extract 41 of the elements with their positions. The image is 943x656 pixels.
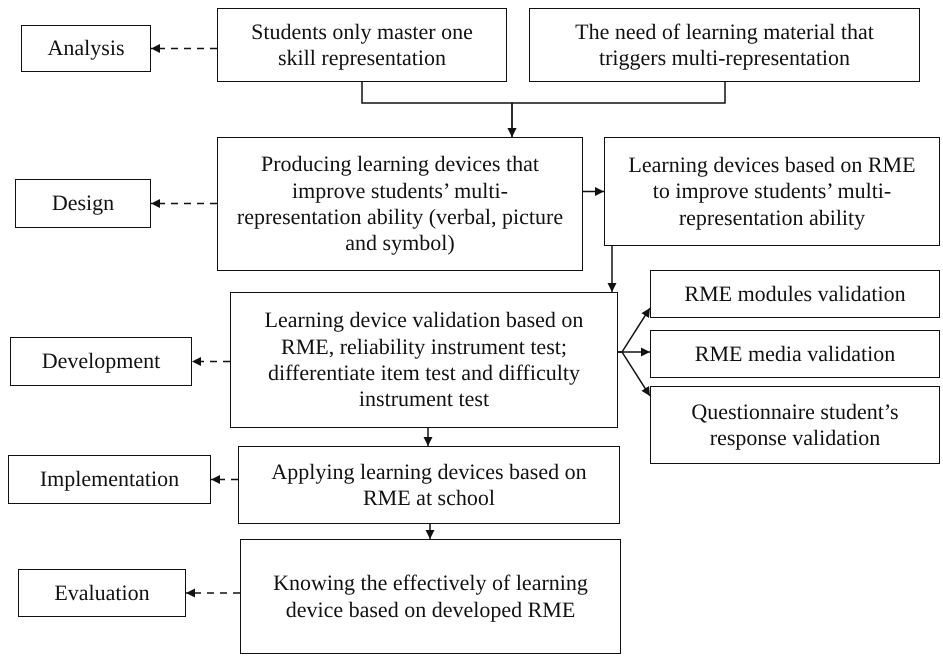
process-box [240, 539, 621, 654]
box-text: Evaluation [54, 580, 150, 606]
process-box [15, 179, 151, 228]
box-text: RME media validation [694, 340, 896, 368]
process-box [8, 455, 211, 504]
box-text: Applying learning devices based on RME at school [270, 458, 588, 512]
arrow [424, 428, 432, 446]
box-text: Producing learning devices that improve students’ multi-representation ability (verbal, picture and symbol) [236, 151, 564, 257]
box-text: Students only master one skill representation [250, 18, 474, 72]
dashed-arrow [186, 588, 240, 598]
process-box [10, 337, 192, 386]
arrow [508, 82, 726, 137]
process-box [604, 137, 940, 246]
box-text: Development [42, 348, 160, 375]
arrow [618, 351, 651, 396]
process-box [230, 292, 618, 428]
dashed-arrow [211, 475, 238, 484]
box-text: Learning device validation based on RME, reliability instrument test; differentiate item test and difficulty instrument test [264, 307, 584, 413]
box-text: Knowing the effectively of learning device based on developed RME [272, 570, 589, 623]
process-box [238, 446, 620, 524]
box-text: Learning devices based on RME to improve students’ multi-representation ability [627, 152, 917, 232]
process-box [650, 270, 940, 318]
process-box [650, 386, 940, 464]
box-text: Analysis [48, 35, 124, 62]
dashed-arrow [151, 44, 217, 53]
box-text: Implementation [40, 466, 180, 493]
dashed-arrow [192, 357, 230, 366]
arrow [583, 187, 604, 196]
process-box [18, 569, 186, 617]
box-text: Design [52, 190, 114, 217]
box-text: Questionnaire student’s response validation [690, 398, 900, 452]
box-text: RME modules validation [684, 280, 906, 308]
process-box [21, 25, 151, 72]
arrow [608, 246, 616, 292]
process-box [529, 8, 920, 82]
arrow [426, 524, 434, 539]
dashed-arrow [151, 199, 217, 208]
process-box [650, 330, 940, 378]
process-box [217, 8, 507, 82]
process-box [217, 137, 583, 271]
box-text: The need of learning material that triggers multi-representation [574, 18, 875, 72]
